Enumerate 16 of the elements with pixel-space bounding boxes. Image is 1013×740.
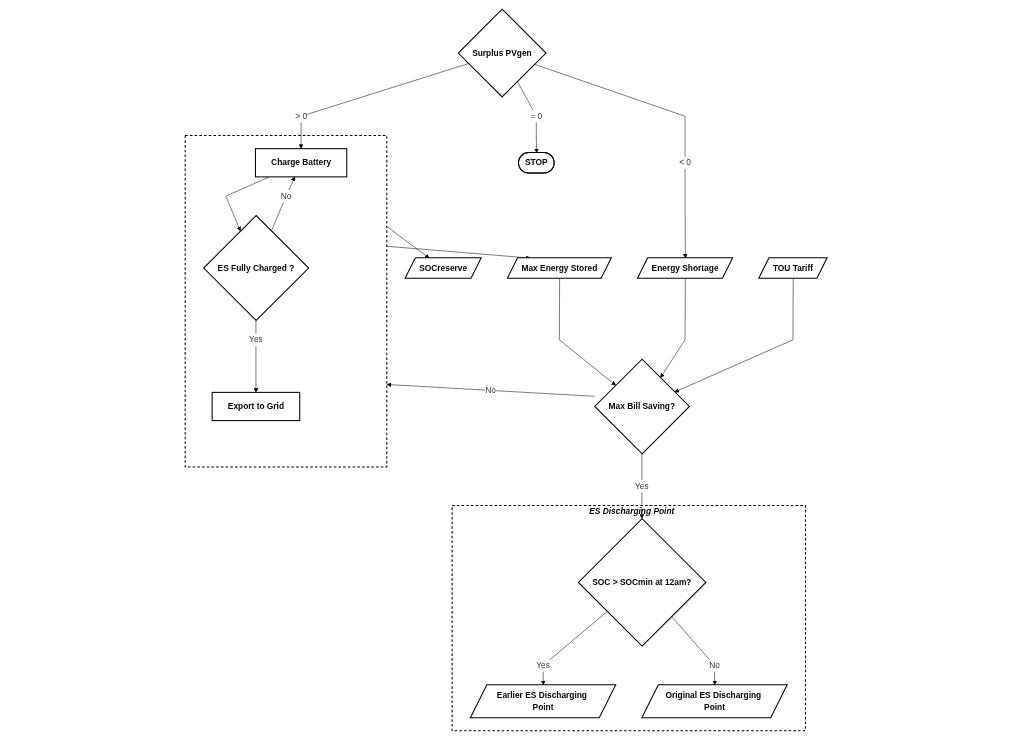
edge-label: No [281, 191, 292, 201]
edge-label: No [709, 660, 721, 670]
node-diamond: ES Fully Charged ? [203, 214, 310, 322]
edge-label: Yes [536, 660, 551, 670]
node-diamond: Surplus PVgen [457, 8, 548, 98]
cluster [185, 135, 388, 468]
node-box: Export to Grid [211, 391, 301, 422]
edge-label: > 0 [295, 111, 308, 121]
edge-label: < 0 [679, 158, 692, 167]
edge-label: No [485, 385, 497, 395]
node-diamond: SOC > SOCmin at 12am? [577, 517, 707, 647]
edge-label: = 0 [530, 111, 543, 121]
node-diamond: Max Bill Saving? [594, 358, 691, 455]
node-box: Charge Battery [255, 148, 348, 178]
edge-label: Yes [249, 335, 264, 344]
edge-label: Yes [635, 481, 650, 491]
